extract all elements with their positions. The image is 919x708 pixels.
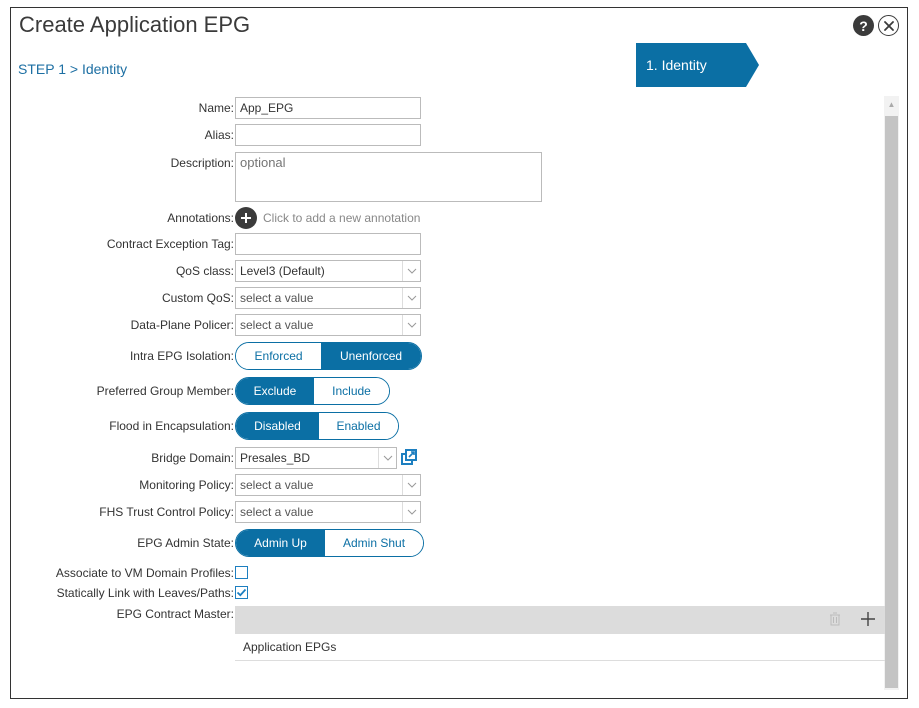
trash-icon[interactable] bbox=[829, 612, 841, 631]
intra-epg-isolation-toggle: Enforced Unenforced bbox=[235, 342, 422, 370]
admin-up-option[interactable]: Admin Up bbox=[236, 530, 326, 556]
monitoring-policy-select[interactable]: select a value bbox=[235, 474, 421, 496]
chevron-down-icon bbox=[402, 502, 420, 522]
flood-enabled-option[interactable]: Enabled bbox=[318, 413, 398, 439]
fhs-trust-control-policy-value: select a value bbox=[240, 505, 314, 519]
fhs-trust-control-policy-select[interactable]: select a value bbox=[235, 501, 421, 523]
alias-label: Alias: bbox=[204, 128, 234, 142]
intra-epg-enforced-option[interactable]: Enforced bbox=[236, 343, 322, 369]
associate-vm-domain-label: Associate to VM Domain Profiles: bbox=[55, 566, 234, 580]
monitoring-policy-value: select a value bbox=[240, 478, 314, 492]
flood-in-encapsulation-label: Flood in Encapsulation: bbox=[109, 419, 234, 433]
name-input[interactable]: App_EPG bbox=[235, 97, 421, 119]
chevron-down-icon bbox=[402, 261, 420, 281]
statically-link-checkbox[interactable] bbox=[235, 586, 248, 599]
add-annotation-button[interactable] bbox=[235, 207, 257, 229]
scroll-thumb[interactable] bbox=[885, 116, 898, 688]
chevron-down-icon bbox=[378, 448, 396, 468]
wizard-step-leaves-paths[interactable]: 2. Leaves/Paths bbox=[746, 43, 901, 87]
qos-class-select[interactable]: Level3 (Default) bbox=[235, 260, 421, 282]
add-annotation-hint[interactable]: Click to add a new annotation bbox=[263, 211, 421, 225]
custom-qos-value: select a value bbox=[240, 291, 314, 305]
qos-class-label: QoS class: bbox=[175, 264, 234, 278]
custom-qos-label: Custom QoS: bbox=[161, 291, 234, 305]
epg-contract-master-column-header: Application EPGs bbox=[235, 634, 885, 661]
preferred-exclude-option[interactable]: Exclude bbox=[236, 378, 314, 404]
chevron-down-icon bbox=[402, 288, 420, 308]
alias-input[interactable] bbox=[235, 124, 421, 146]
statically-link-label: Statically Link with Leaves/Paths: bbox=[56, 586, 234, 600]
chevron-down-icon bbox=[402, 315, 420, 335]
epg-admin-state-toggle: Admin Up Admin Shut bbox=[235, 529, 424, 557]
custom-qos-select[interactable]: select a value bbox=[235, 287, 421, 309]
dialog-title: Create Application EPG bbox=[19, 12, 251, 37]
wizard-step-arrow bbox=[746, 43, 759, 87]
description-textarea[interactable] bbox=[235, 152, 542, 202]
name-label: Name: bbox=[198, 101, 234, 115]
vertical-scrollbar[interactable]: ▲ bbox=[884, 96, 899, 690]
associate-vm-domain-checkbox[interactable] bbox=[235, 566, 248, 579]
chevron-down-icon bbox=[402, 475, 420, 495]
annotations-label: Annotations: bbox=[167, 211, 234, 225]
preferred-group-member-toggle: Exclude Include bbox=[235, 377, 390, 405]
bridge-domain-label: Bridge Domain: bbox=[151, 451, 234, 465]
open-external-icon[interactable] bbox=[401, 449, 417, 470]
close-icon[interactable] bbox=[878, 15, 899, 36]
add-icon[interactable] bbox=[861, 609, 875, 630]
data-plane-policer-value: select a value bbox=[240, 318, 314, 332]
contract-exception-tag-label: Contract Exception Tag: bbox=[106, 237, 234, 251]
description-label: Description: bbox=[170, 156, 234, 170]
flood-in-encapsulation-toggle: Disabled Enabled bbox=[235, 412, 399, 440]
fhs-trust-control-policy-label: FHS Trust Control Policy: bbox=[99, 505, 234, 519]
bridge-domain-select[interactable]: Presales_BD bbox=[235, 447, 397, 469]
preferred-group-member-label: Preferred Group Member: bbox=[96, 384, 234, 398]
epg-contract-master-toolbar bbox=[235, 606, 885, 634]
admin-shut-option[interactable]: Admin Shut bbox=[325, 530, 423, 556]
qos-class-value: Level3 (Default) bbox=[240, 264, 325, 278]
intra-epg-unenforced-option[interactable]: Unenforced bbox=[321, 343, 421, 369]
wizard-steps: 2. Leaves/Paths 1. Identity bbox=[636, 43, 901, 87]
data-plane-policer-label: Data-Plane Policer: bbox=[130, 318, 234, 332]
create-epg-dialog: Create Application EPG ? STEP 1 > Identi… bbox=[10, 7, 908, 699]
preferred-include-option[interactable]: Include bbox=[313, 378, 389, 404]
bridge-domain-value: Presales_BD bbox=[240, 451, 311, 465]
epg-contract-master-label: EPG Contract Master: bbox=[116, 607, 234, 621]
scroll-up-icon[interactable]: ▲ bbox=[887, 100, 896, 109]
contract-exception-tag-input[interactable] bbox=[235, 233, 421, 255]
intra-epg-isolation-label: Intra EPG Isolation: bbox=[129, 349, 234, 363]
wizard-step-identity[interactable]: 1. Identity bbox=[636, 43, 746, 87]
epg-admin-state-label: EPG Admin State: bbox=[137, 536, 234, 550]
flood-disabled-option[interactable]: Disabled bbox=[236, 413, 319, 439]
help-icon[interactable]: ? bbox=[853, 15, 874, 36]
monitoring-policy-label: Monitoring Policy: bbox=[139, 478, 234, 492]
data-plane-policer-select[interactable]: select a value bbox=[235, 314, 421, 336]
step-breadcrumb: STEP 1 > Identity bbox=[18, 61, 128, 77]
